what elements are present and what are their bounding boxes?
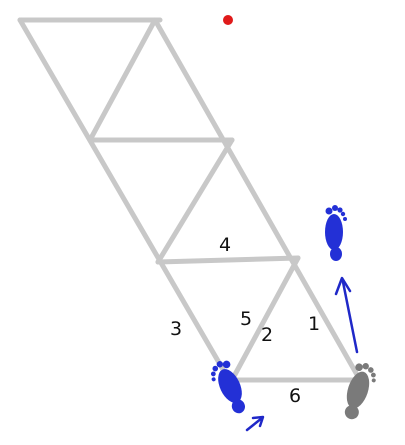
lattice-edge — [87, 17, 158, 143]
edge-label-1: 1 — [308, 313, 320, 335]
edge-labels: 1 2 3 4 5 6 — [170, 234, 320, 407]
gray-right-foot-icon — [344, 363, 376, 420]
lattice-edges — [17, 17, 363, 388]
edge-label-4: 4 — [219, 234, 231, 256]
lattice-edge — [229, 255, 301, 383]
red-dot-icon — [223, 15, 233, 25]
lattice-edge — [155, 137, 235, 265]
step-arrow-up — [334, 276, 359, 354]
edge-label-6: 6 — [289, 385, 301, 407]
lattice-edge — [152, 17, 363, 383]
edge-label-3: 3 — [170, 318, 182, 340]
step-arrow-diagonal — [245, 415, 265, 432]
edge-label-2: 2 — [261, 324, 273, 346]
blue-left-foot-icon — [210, 360, 245, 414]
edge-label-5: 5 — [240, 308, 252, 330]
lattice-edge — [155, 255, 301, 265]
lattice-edge — [17, 17, 235, 388]
blue-right-foot-icon — [325, 205, 347, 261]
